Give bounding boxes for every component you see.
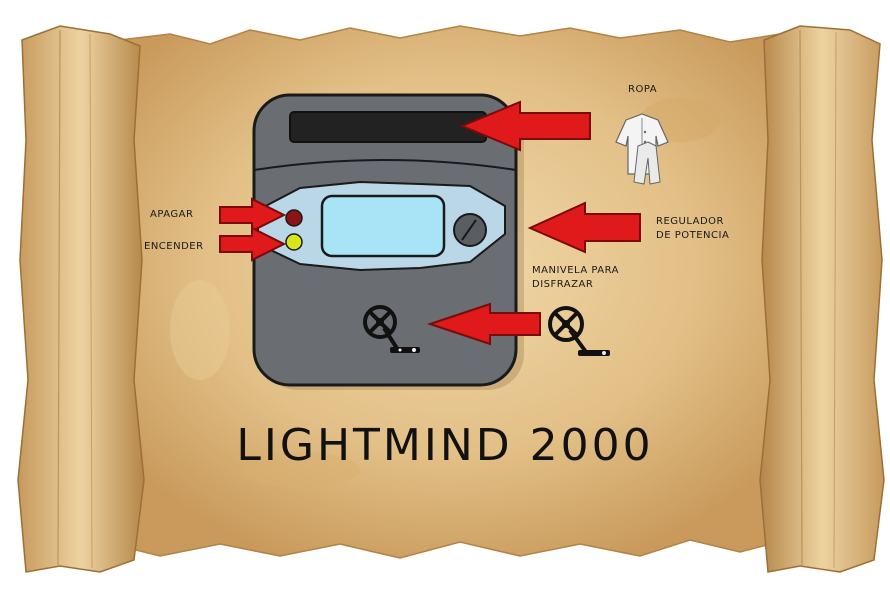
clothing-slot — [289, 111, 487, 143]
display-screen — [320, 194, 446, 258]
arrow-to-off-button — [219, 197, 287, 233]
on-button — [285, 233, 303, 251]
label-apagar: APAGAR — [150, 209, 194, 220]
arrow-to-on-button — [219, 226, 287, 262]
off-button — [285, 209, 303, 227]
label-regulador-line2: DE POTENCIA — [656, 230, 730, 241]
page-title: LIGHTMIND 2000 — [236, 420, 654, 471]
crank-icon — [363, 305, 420, 353]
label-regulador-line1: REGULADOR — [656, 216, 724, 227]
right-scroll-roll — [759, 25, 885, 573]
arrow-to-slot — [459, 100, 591, 152]
clothing-icon — [615, 113, 669, 185]
label-ropa: ROPA — [628, 84, 658, 95]
knob-icon — [453, 213, 487, 247]
label-encender: ENCENDER — [144, 241, 204, 252]
crank-icon — [548, 306, 610, 356]
arrow-to-crank — [426, 302, 541, 346]
left-scroll-roll — [17, 25, 145, 573]
label-manivela-line2: DISFRAZAR — [532, 279, 594, 290]
lightmind-device — [252, 93, 524, 390]
label-manivela-line1: MANIVELA PARA — [532, 265, 619, 276]
arrow-to-knob — [527, 201, 641, 254]
